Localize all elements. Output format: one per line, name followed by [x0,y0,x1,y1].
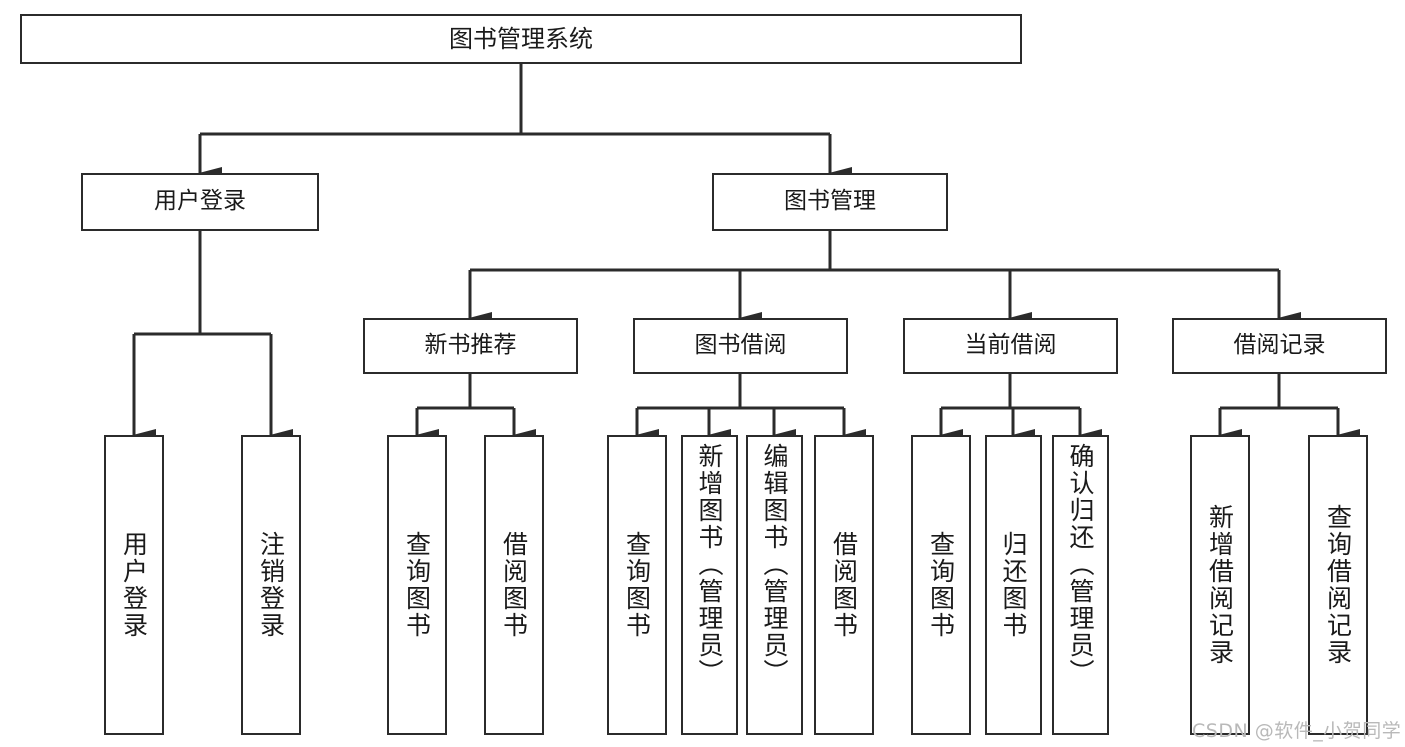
node-label: 当前借阅 [964,332,1057,359]
node-label: 查询图书 [926,531,956,639]
node-label: 图书管理系统 [449,24,593,53]
node-label: 编辑图书（管理员） [760,443,789,686]
node-label: 查询借阅记录 [1323,504,1353,666]
leaf-borrow-book-1[interactable]: 借阅图书 [484,435,544,735]
node-label: 查询图书 [402,531,432,639]
leaf-query-book-2[interactable]: 查询图书 [607,435,667,735]
leaf-edit-book[interactable]: 编辑图书（管理员） [746,435,803,735]
node-label: 确认归还（管理员） [1066,443,1095,686]
node-label: 借阅图书 [499,531,529,639]
node-label: 用户登录 [154,188,246,215]
node-label: 归还图书 [999,531,1028,639]
node-root[interactable]: 图书管理系统 [20,14,1022,64]
leaf-query-book-1[interactable]: 查询图书 [387,435,447,735]
node-label: 新书推荐 [424,332,517,359]
node-label: 新增图书（管理员） [695,443,724,686]
node-label: 新增借阅记录 [1205,504,1235,666]
node-label: 借阅记录 [1233,332,1326,359]
node-label: 借阅图书 [829,531,859,639]
node-book-manage[interactable]: 图书管理 [712,173,948,231]
csdn-watermark: CSDN @软件_小贺同学 [1192,720,1402,742]
node-book-borrow[interactable]: 图书借阅 [633,318,848,374]
node-label: 注销登录 [256,531,286,639]
node-label: 图书借阅 [694,332,787,359]
node-current-borrow[interactable]: 当前借阅 [903,318,1118,374]
node-user-login[interactable]: 用户登录 [81,173,319,231]
leaf-add-record[interactable]: 新增借阅记录 [1190,435,1250,735]
leaf-add-book[interactable]: 新增图书（管理员） [681,435,738,735]
leaf-query-record[interactable]: 查询借阅记录 [1308,435,1368,735]
leaf-return-book[interactable]: 归还图书 [985,435,1042,735]
node-label: 图书管理 [784,188,876,215]
leaf-user-login[interactable]: 用户登录 [104,435,164,735]
node-label: 用户登录 [119,531,149,639]
leaf-logout[interactable]: 注销登录 [241,435,301,735]
leaf-query-book-3[interactable]: 查询图书 [911,435,971,735]
node-new-book-recommend[interactable]: 新书推荐 [363,318,578,374]
node-label: 查询图书 [622,531,652,639]
leaf-borrow-book-2[interactable]: 借阅图书 [814,435,874,735]
node-borrow-record[interactable]: 借阅记录 [1172,318,1387,374]
leaf-confirm-return[interactable]: 确认归还（管理员） [1052,435,1109,735]
